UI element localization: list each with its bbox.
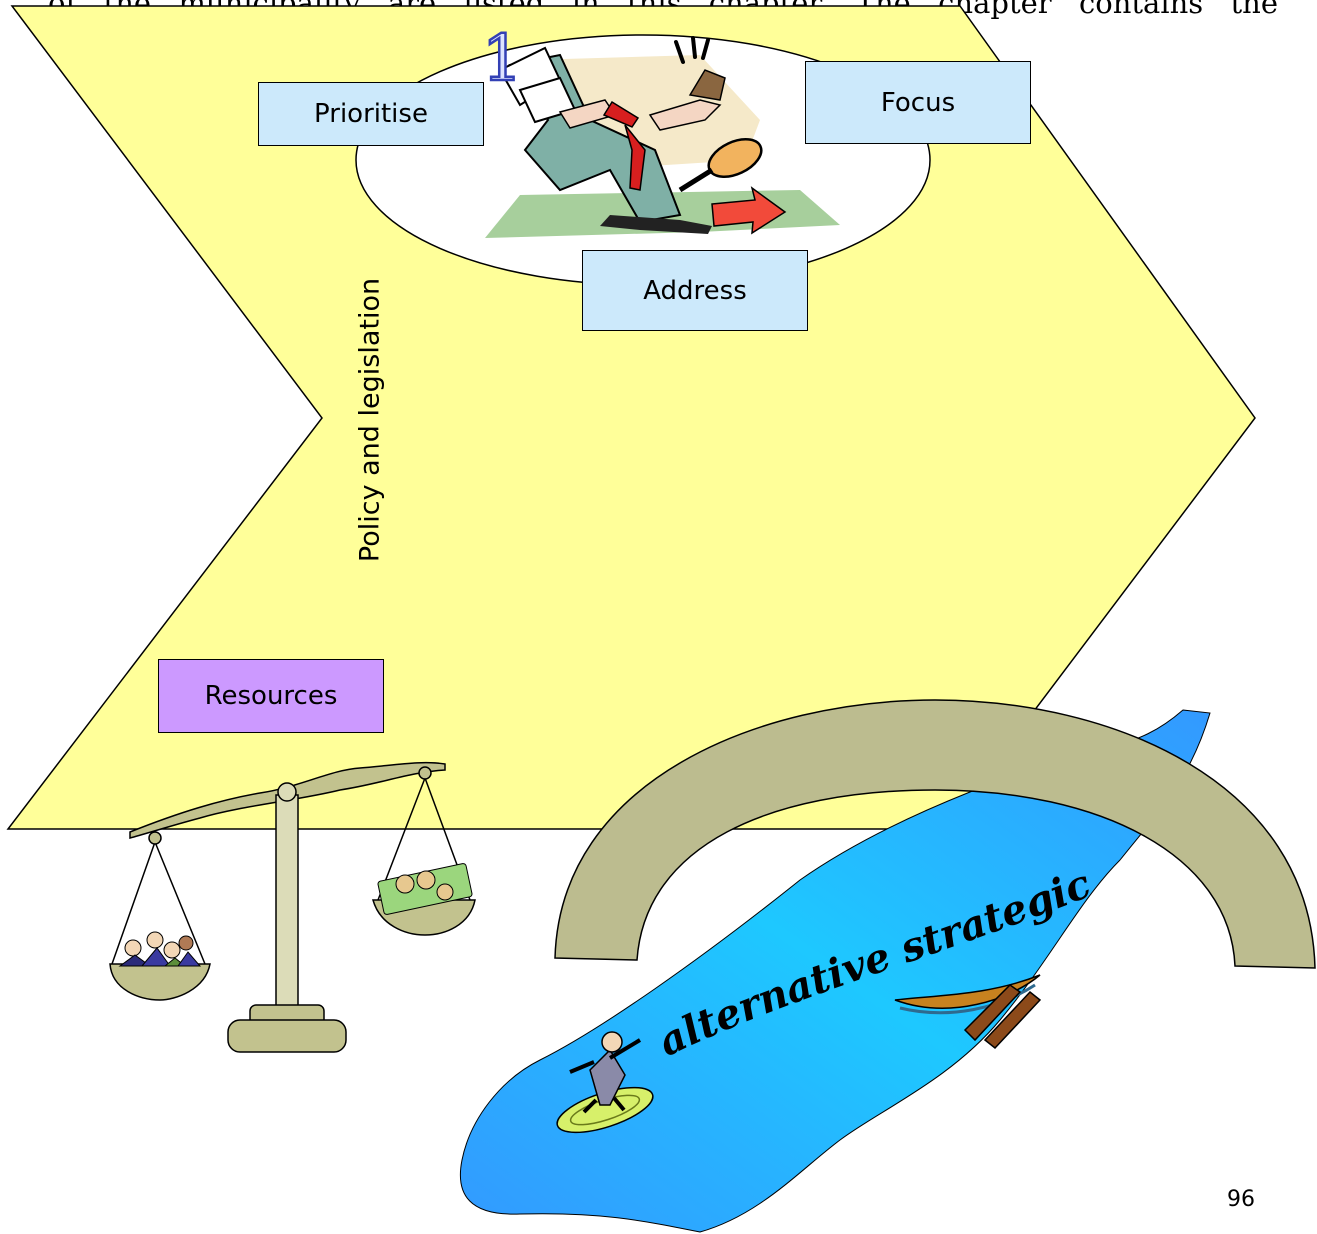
canoe-icon — [894, 974, 1042, 1050]
prioritise-box: Prioritise — [258, 82, 484, 146]
surfer-icon — [556, 1031, 654, 1134]
step-number-icon: 1 — [482, 22, 523, 96]
balance-scale-icon — [109, 761, 476, 1053]
policy-legislation-text: Policy and legislation — [354, 277, 386, 563]
searching-man-icon — [485, 36, 840, 238]
bridge-arch — [554, 699, 1316, 969]
focus-box: Focus — [805, 61, 1031, 144]
page-number: 96 — [1227, 1187, 1255, 1212]
resources-box: Resources — [158, 659, 384, 733]
address-box: Address — [582, 250, 808, 331]
